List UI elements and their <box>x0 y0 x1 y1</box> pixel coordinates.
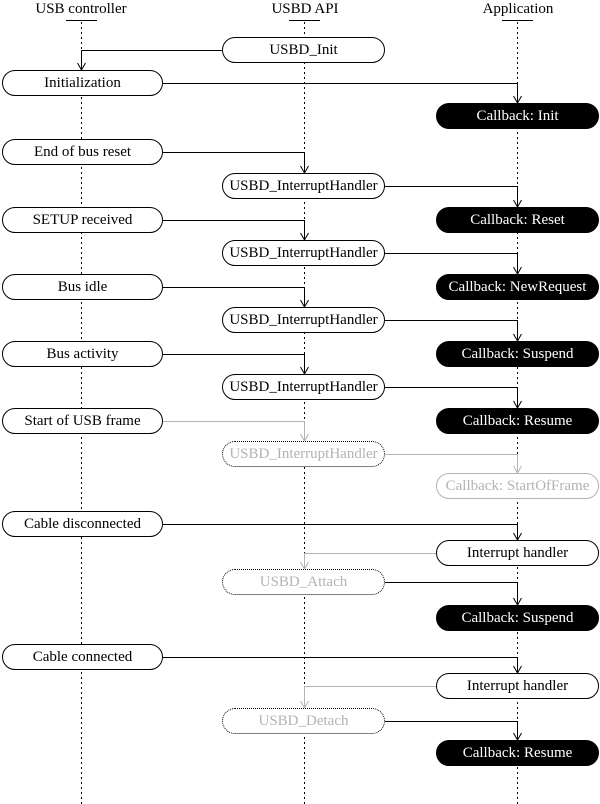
edge-busidle-to-uih <box>163 287 309 309</box>
node-initialization: Initialization <box>2 70 163 96</box>
node-end-of-bus-reset: End of bus reset <box>2 139 163 165</box>
edge-cabledisconnected-to-inthandler1 <box>163 524 522 542</box>
node-usbd-init: USBD_Init <box>222 37 385 63</box>
node-callback-resume-1: Callback: Resume <box>436 408 599 434</box>
edge-cableconnected-to-inthandler2 <box>163 657 522 675</box>
column-header-usbd-api: USBD API <box>271 1 339 17</box>
edge-usbdinit-to-initialization <box>77 50 222 72</box>
node-interrupt-handler-1: Interrupt handler <box>436 540 599 566</box>
edge-inthandler1-to-usbdattach <box>300 553 436 571</box>
node-interrupt-handler-2: Interrupt handler <box>436 673 599 699</box>
node-usbd-interrupthandler-4: USBD_InterruptHandler <box>222 374 385 400</box>
node-setup-received: SETUP received <box>2 207 163 233</box>
node-bus-activity: Bus activity <box>2 341 163 367</box>
node-cable-connected: Cable connected <box>2 644 163 670</box>
node-callback-newrequest: Callback: NewRequest <box>436 274 599 300</box>
node-usbd-interrupthandler-3: USBD_InterruptHandler <box>222 307 385 333</box>
edge-startofusbframe-to-uihghost <box>163 421 309 443</box>
node-usbd-detach-ghost: USBD_Detach <box>222 708 385 734</box>
node-usbd-attach-ghost: USBD_Attach <box>222 569 385 595</box>
edge-uih-to-cbsuspend1 <box>385 320 522 343</box>
node-callback-resume-2: Callback: Resume <box>436 740 599 766</box>
edge-usbdattach-to-cbsuspend2 <box>385 582 522 607</box>
node-callback-reset: Callback: Reset <box>436 207 599 233</box>
edge-uih-to-cbnewrequest <box>385 253 522 276</box>
edge-uih-to-cbresume1 <box>385 387 522 410</box>
node-callback-suspend-1: Callback: Suspend <box>436 341 599 367</box>
node-bus-idle: Bus idle <box>2 274 163 300</box>
edge-uih-to-cbreset <box>385 186 522 209</box>
edge-usbddetach-to-cbresume2 <box>385 721 522 742</box>
node-usbd-interrupthandler-2: USBD_InterruptHandler <box>222 240 385 266</box>
column-header-usb-controller: USB controller <box>35 1 127 17</box>
column-header-application: Application <box>482 1 554 17</box>
node-usbd-interrupthandler-ghost: USBD_InterruptHandler <box>222 441 385 467</box>
edge-setupreceived-to-uih <box>163 220 309 242</box>
edge-initialization-to-cbinit <box>163 83 522 105</box>
node-cable-disconnected: Cable disconnected <box>2 511 163 537</box>
node-callback-startofframe-ghost: Callback: StartOfFrame <box>436 473 599 499</box>
edge-endofbusreset-to-uih <box>163 152 309 175</box>
node-start-of-usb-frame: Start of USB frame <box>2 408 163 434</box>
node-callback-suspend-2: Callback: Suspend <box>436 605 599 631</box>
node-usbd-interrupthandler-1: USBD_InterruptHandler <box>222 173 385 199</box>
edge-busactivity-to-uih <box>163 354 309 376</box>
edge-inthandler2-to-usbddetach <box>300 686 436 710</box>
node-callback-init: Callback: Init <box>436 103 599 129</box>
edge-uihghost-to-cbstartofframe <box>385 454 522 475</box>
